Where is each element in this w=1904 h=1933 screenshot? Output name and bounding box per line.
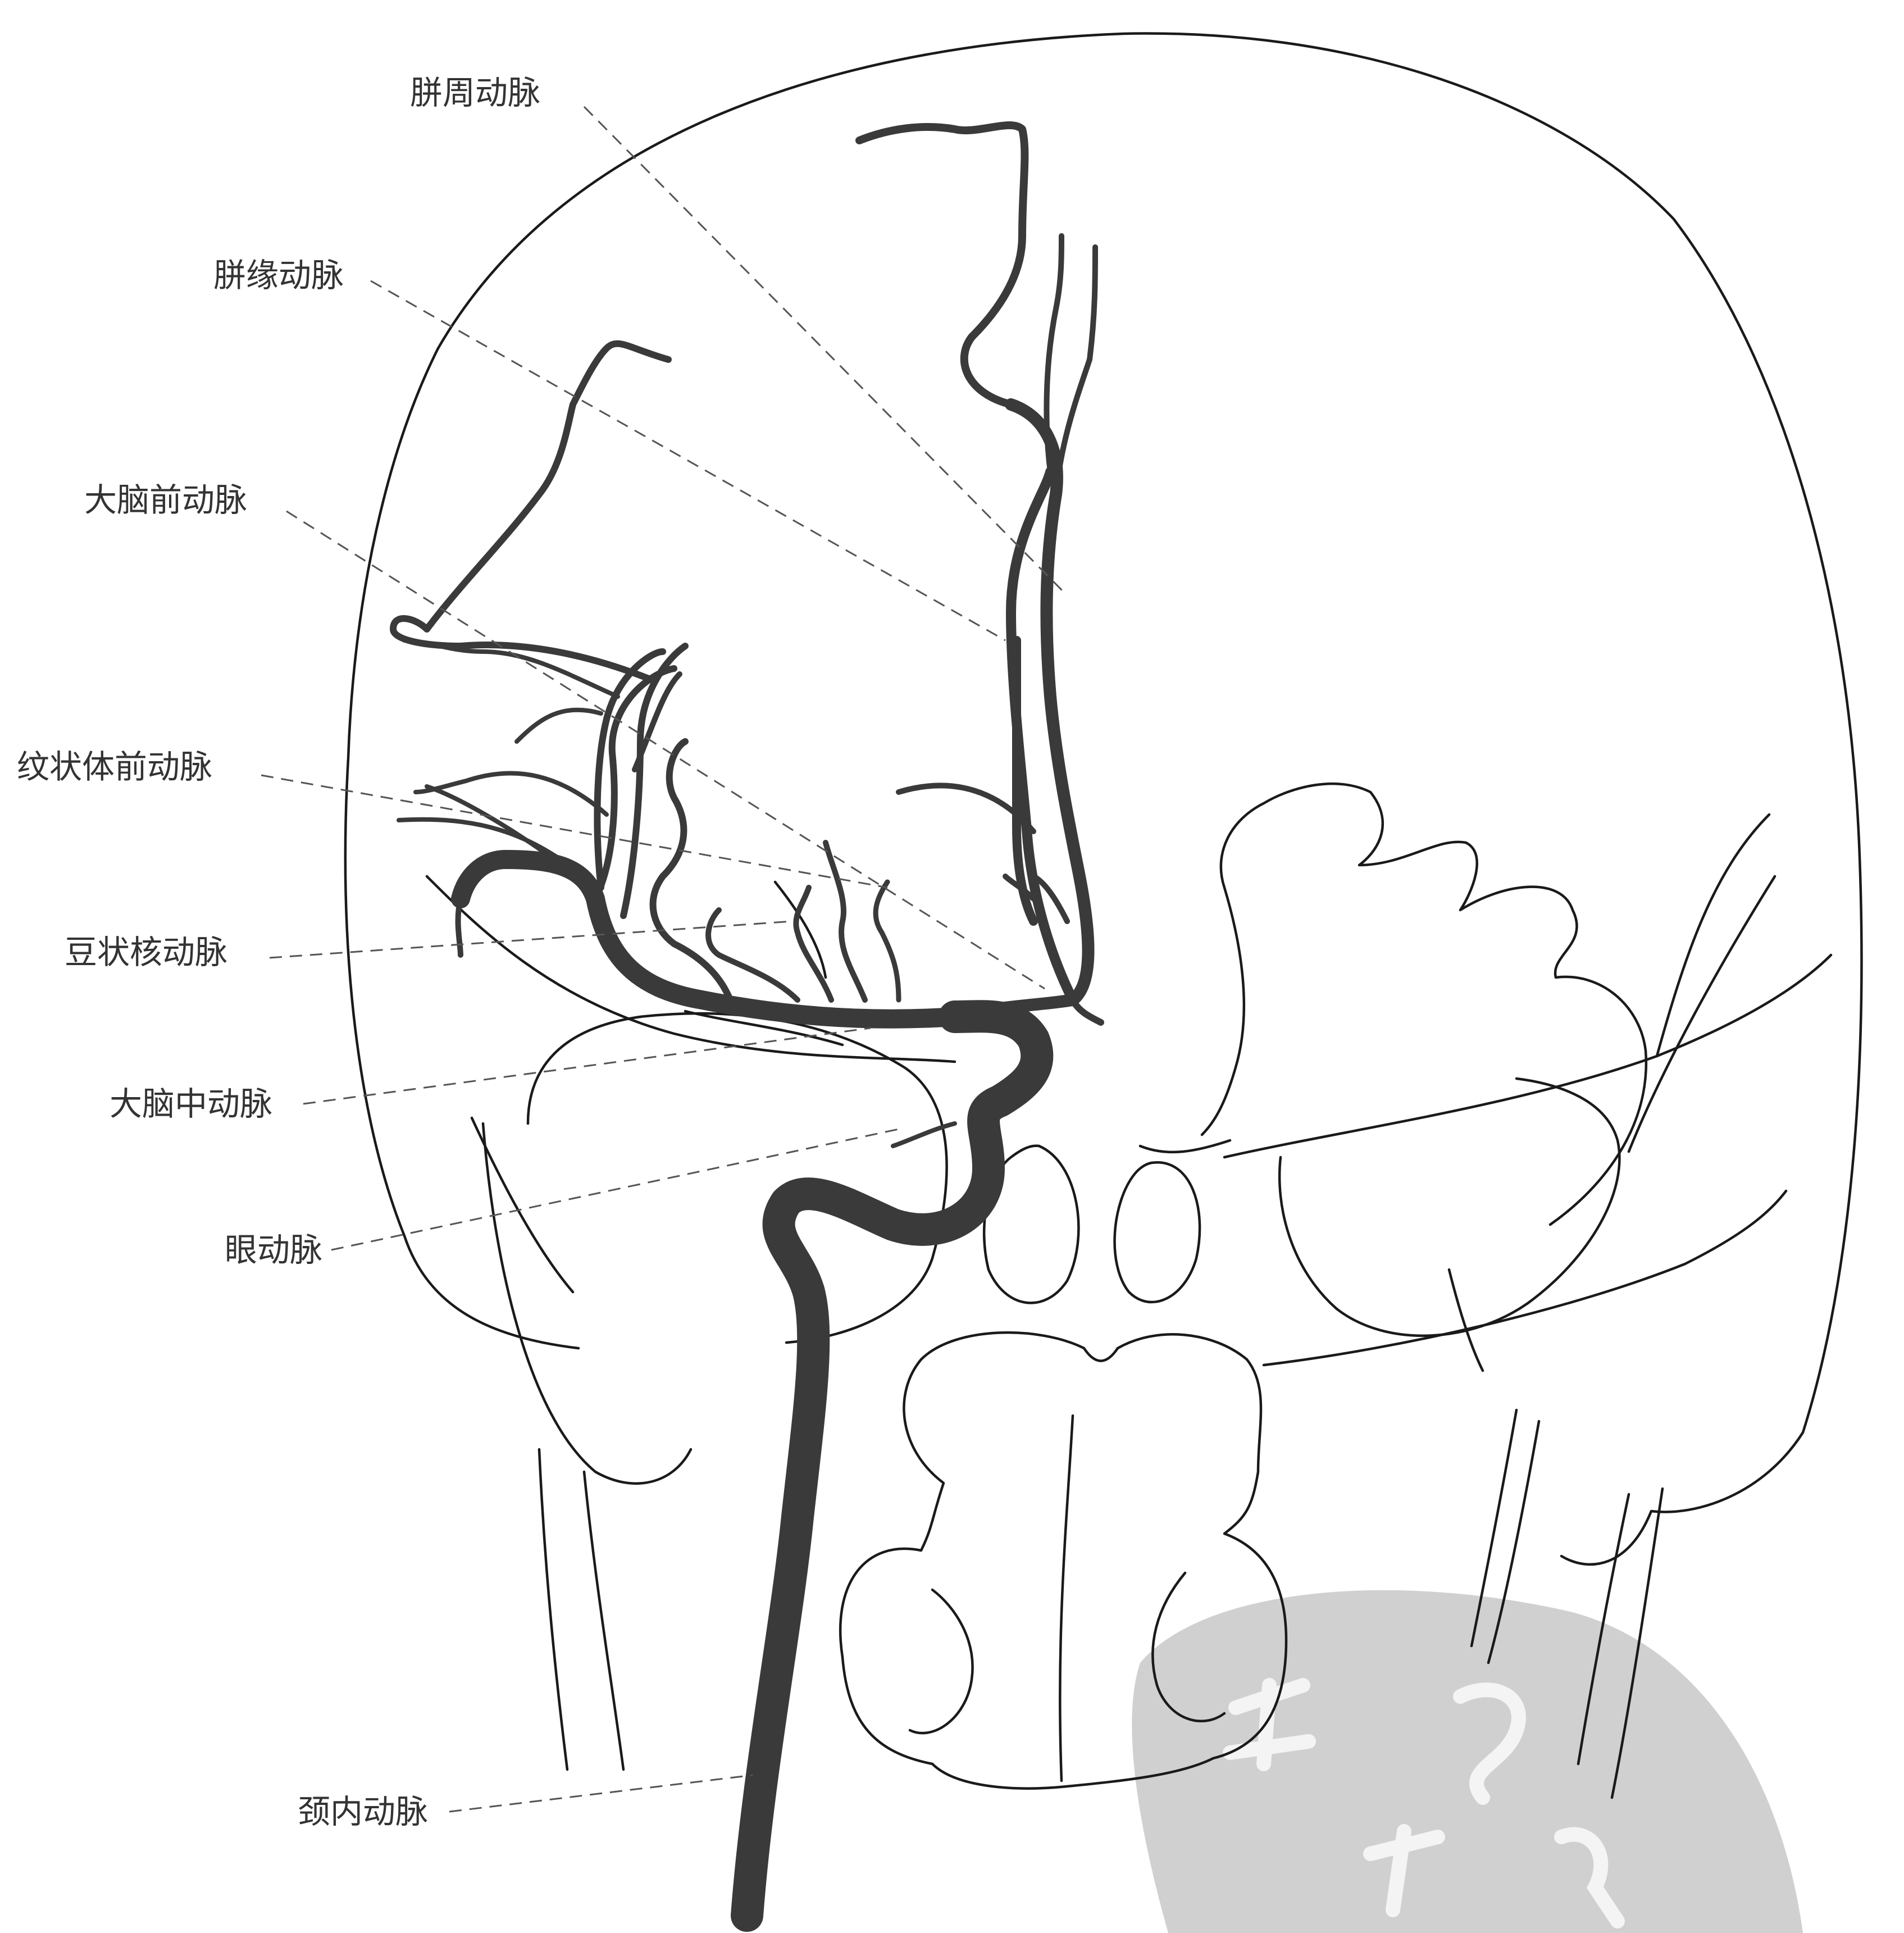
- watermark-seal: [1132, 1590, 1803, 1933]
- label-anterior-striate-artery: 纹状体前动脉: [17, 748, 212, 786]
- label-lenticulostriate-artery: 豆状核动脉: [65, 933, 227, 971]
- label-anterior-cerebral-artery: 大脑前动脉: [84, 481, 247, 519]
- leader-internal-carotid: [449, 1775, 753, 1812]
- cortical-loop-branch: [393, 344, 668, 680]
- label-ophthalmic-artery: 眼动脉: [225, 1231, 322, 1269]
- leader-middle-cerebral: [303, 1028, 871, 1104]
- middle-cerebral-artery: [399, 640, 955, 1019]
- label-pericallosal-artery: 胼周动脉: [410, 74, 540, 112]
- lenticulostriate-arteries: [653, 742, 899, 1000]
- leader-pericallosal: [584, 107, 1067, 595]
- label-internal-carotid-artery: 颈内动脉: [298, 1793, 428, 1831]
- label-callosomarginal-artery: 胼缘动脉: [213, 256, 344, 294]
- internal-carotid-artery: [747, 1016, 1037, 1916]
- skull-outline: [345, 34, 1862, 1798]
- leader-anterior-cerebral: [286, 511, 1045, 989]
- leader-lines: [261, 107, 1067, 1812]
- label-middle-cerebral-artery: 大脑中动脉: [110, 1085, 272, 1123]
- anterior-cerebral-artery: [859, 125, 1101, 1022]
